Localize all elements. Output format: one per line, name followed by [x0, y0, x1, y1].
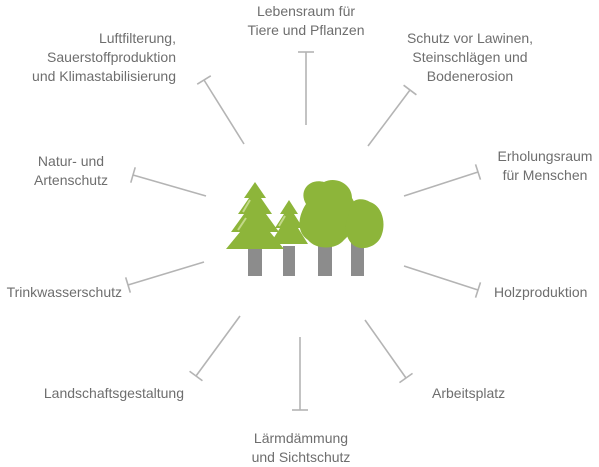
label-luftfilterung: Luftfilterung, Sauerstoffproduktion und …: [32, 30, 176, 84]
connector-line-arbeitsplatz: [364, 319, 407, 379]
fir-tree-foliage: [226, 182, 284, 249]
label-lebensraum: Lebensraum für Tiere und Pflanzen: [247, 3, 365, 38]
deciduous-tree-foliage: [299, 179, 357, 248]
label-holzproduktion: Holzproduktion: [494, 284, 588, 300]
connector-line-erholungsraum: [403, 171, 479, 197]
label-erholungsraum: Erholungsraum für Menschen: [497, 148, 593, 183]
connector-line-holzproduktion: [403, 265, 479, 291]
connector-bar-schutz-lawinen: [403, 84, 417, 96]
connector-line-naturschutz: [132, 174, 207, 197]
connector-bar-naturschutz: [130, 167, 136, 183]
trees-icon: [226, 179, 384, 276]
connector-line-schutz-lawinen: [367, 89, 411, 147]
connector-line-trinkwasserschutz: [127, 261, 205, 286]
tree-highlight: [237, 199, 286, 231]
connector-bar-landschaftsgestaltung: [189, 370, 203, 382]
label-laermdaemmung: Lärmdämmung und Sichtschutz: [251, 430, 351, 465]
fir-tree-foliage: [270, 200, 308, 244]
label-landschaftsgestaltung: Landschaftsgestaltung: [43, 385, 184, 401]
label-naturschutz: Natur- und Artenschutz: [34, 153, 108, 188]
connector-bar-erholungsraum: [474, 164, 482, 180]
tree-trunk: [351, 242, 364, 276]
connector-lines: [124, 51, 482, 411]
connector-bar-arbeitsplatz: [399, 372, 413, 384]
deciduous-tree-foliage: [345, 199, 384, 249]
connector-bar-luftfilterung: [196, 75, 212, 85]
connector-bar-trinkwasserschutz: [124, 277, 132, 293]
connector-bar-holzproduktion: [474, 282, 482, 298]
connector-line-luftfilterung: [203, 79, 245, 145]
label-trinkwasserschutz: Trinkwasserschutz: [6, 284, 122, 300]
connector-line-landschaftsgestaltung: [195, 315, 241, 377]
label-schutz-lawinen: Schutz vor Lawinen, Steinschlägen und Bo…: [406, 30, 534, 84]
tree-trunk: [283, 246, 295, 276]
label-arbeitsplatz: Arbeitsplatz: [432, 385, 506, 401]
